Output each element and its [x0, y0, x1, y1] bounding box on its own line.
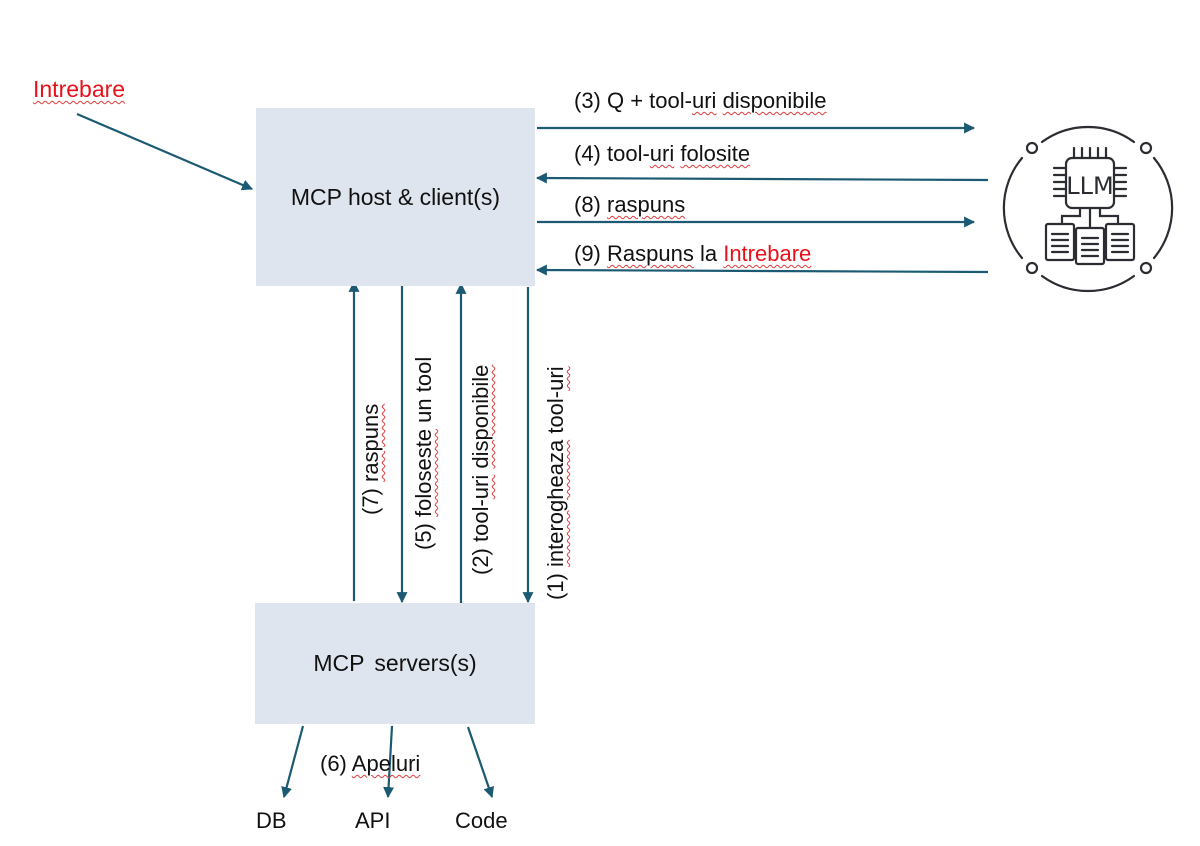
message-1-label: (1) interogheaza tool-uri: [543, 366, 569, 600]
m1-mid: tool-: [543, 390, 568, 440]
target-db: DB: [256, 808, 287, 833]
arrow-question-to-host: [76, 112, 254, 191]
calls-label: (6) Apeluri: [320, 751, 420, 777]
m1-word-1: interogheaza: [543, 439, 568, 567]
m9-mid: la: [693, 241, 724, 266]
m8-prefix: (8): [574, 192, 607, 217]
question-text: Intrebare: [33, 76, 126, 102]
m4-word-2: folosite: [680, 141, 751, 166]
message-2-label: (2) tool-uri disponibile: [468, 365, 494, 575]
target-api: API: [355, 808, 391, 833]
host-label: MCP host & client(s): [290, 183, 501, 210]
mcp-host-client-node: MCP host & client(s): [256, 108, 535, 286]
m7-prefix: (7): [358, 482, 383, 515]
message-5-label: (5) foloseste un tool: [411, 357, 437, 550]
m3-word-1: uri: [691, 88, 717, 113]
m1-word-2: uri: [543, 366, 568, 391]
m3-prefix: (3) Q + tool-: [574, 88, 692, 113]
m5-mid: un tool: [411, 356, 436, 429]
m5-word-1: foloseste: [411, 428, 436, 517]
arrow-6-to-code: [466, 726, 494, 799]
llm-text: LLM: [1066, 172, 1113, 200]
message-3-label: (3) Q + tool-uri disponibile: [574, 88, 827, 114]
m9-highlight: Intrebare: [723, 241, 812, 266]
message-4-label: (4) tool-uri folosite: [574, 141, 750, 167]
message-7-label: (7) raspuns: [358, 404, 384, 515]
arrow-9-llm-to-host: [535, 264, 989, 276]
question-label: Intrebare: [33, 76, 125, 103]
m2-mid: [468, 469, 493, 475]
m4-word-1: uri: [649, 141, 675, 166]
m2-prefix: (2) tool-: [468, 499, 493, 575]
arrow-6-to-db: [281, 725, 305, 799]
message-8-label: (8) raspuns: [574, 192, 685, 218]
calls-prefix: (6): [320, 751, 352, 776]
m8-word-1: raspuns: [607, 192, 686, 217]
m4-prefix: (4) tool-: [574, 141, 650, 166]
llm-icon: LLM: [1002, 125, 1174, 293]
mcp-servers-node: MCP servers(s): [255, 603, 535, 724]
calls-word-1: Apeluri: [351, 751, 421, 776]
m2-word-1: uri: [468, 474, 493, 500]
m5-prefix: (5): [411, 517, 436, 550]
message-9-label: (9) Raspuns la Intrebare: [574, 241, 811, 267]
arrow-6-to-api: [383, 725, 395, 799]
m1-prefix: (1): [543, 567, 568, 600]
m7-word-1: raspuns: [358, 403, 383, 482]
m2-word-2: disponibile: [468, 364, 493, 469]
m3-word-2: disponibile: [722, 88, 827, 113]
arrow-4-llm-to-host: [535, 172, 989, 184]
target-code: Code: [455, 808, 508, 833]
servers-label: MCP servers(s): [313, 650, 477, 676]
m9-prefix: (9): [574, 241, 607, 266]
m9-word-1: Raspuns: [607, 241, 694, 266]
